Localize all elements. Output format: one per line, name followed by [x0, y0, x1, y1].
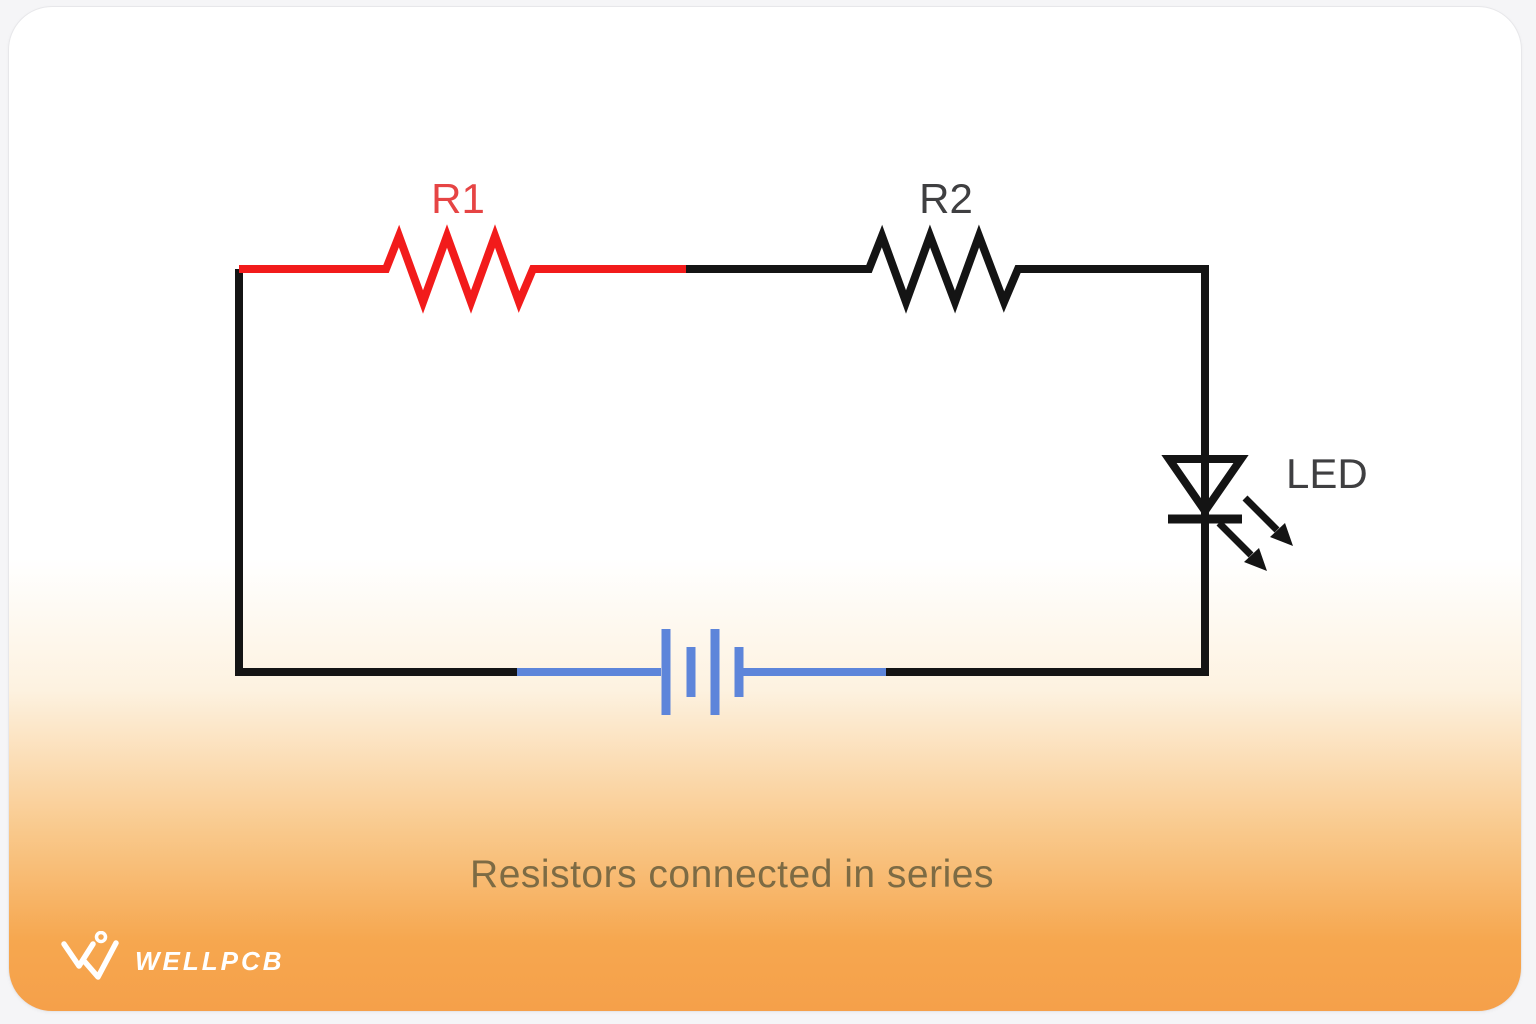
resistor-r2-and-wire — [686, 224, 1209, 519]
led-arrow-2-head — [1244, 548, 1267, 571]
circuit-diagram: R1 R2 LED — [235, 175, 1368, 715]
led-arrow-2-shaft — [1216, 520, 1254, 558]
label-r2: R2 — [919, 175, 973, 222]
logo-text: WELLPCB — [135, 946, 285, 976]
resistor-r1-and-wire — [239, 224, 686, 314]
led-arrow-1-shaft — [1242, 495, 1280, 533]
wellpcb-logo: WELLPCB — [59, 931, 285, 985]
image-card: R1 R2 LED Resistors connected in series … — [8, 6, 1522, 1012]
caption: Resistors connected in series — [470, 853, 994, 896]
w-logo-icon — [61, 931, 119, 980]
wire-left-bottom — [235, 269, 517, 676]
led-triangle — [1161, 455, 1249, 519]
label-r1: R1 — [431, 175, 485, 222]
wire-right-bottom — [886, 519, 1209, 676]
led-arrow-1-head — [1270, 523, 1293, 546]
label-led: LED — [1286, 450, 1368, 497]
